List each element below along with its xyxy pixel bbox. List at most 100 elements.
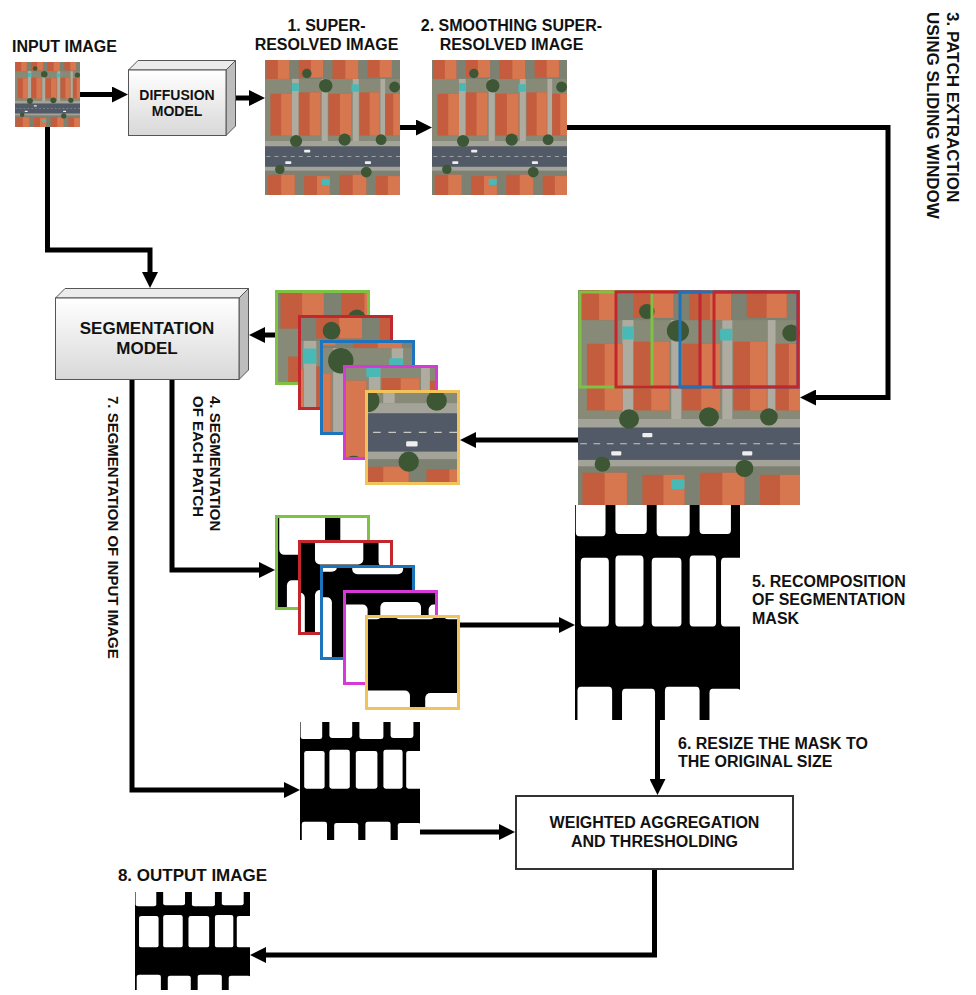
roof-ridge — [346, 381, 366, 457]
pool — [459, 83, 466, 91]
tree — [426, 393, 446, 411]
roof — [304, 176, 330, 195]
driveway — [383, 393, 394, 403]
flow-arrow — [400, 125, 418, 130]
building-blob — [365, 822, 390, 840]
building-blob — [395, 618, 436, 619]
window-frame — [616, 292, 700, 387]
building-blob — [163, 892, 185, 905]
heading-holder: 8. OUTPUT IMAGE — [83, 866, 303, 886]
roof-ridge — [317, 176, 330, 195]
tree — [27, 98, 33, 104]
tree — [469, 69, 478, 78]
tree — [760, 408, 778, 425]
heading-holder: 2. SMOOTHING SUPER- RESOLVED IMAGE — [417, 17, 607, 54]
roof — [346, 381, 366, 457]
roof-ridge — [449, 469, 457, 482]
building-blob — [137, 975, 161, 990]
roof-ridge — [663, 475, 684, 505]
road — [432, 146, 567, 166]
flow-arrow — [132, 380, 286, 790]
box-label: SEGMENTATION MODEL — [63, 319, 231, 358]
top-face — [56, 289, 249, 299]
building-blob — [301, 722, 323, 739]
yards — [578, 320, 800, 419]
tree — [361, 167, 372, 178]
step-label-holder: 3. PATCH EXTRACTION USING SLIDING WINDOW — [923, 12, 962, 227]
roof-ridge — [54, 62, 60, 71]
building-blob — [368, 690, 410, 707]
roof — [552, 94, 567, 136]
driveway — [547, 79, 552, 141]
patch-stack — [275, 290, 460, 485]
car — [34, 105, 37, 106]
tree — [389, 82, 400, 93]
car — [642, 433, 652, 437]
car — [532, 161, 538, 164]
tree — [33, 66, 38, 71]
roof-ridge — [37, 62, 43, 70]
roof-ridge — [477, 92, 488, 135]
tree — [595, 457, 611, 472]
roof-ridge — [445, 60, 456, 79]
building-blob — [425, 693, 457, 707]
building-blob — [302, 822, 327, 840]
building-blob — [237, 916, 250, 947]
yards — [432, 79, 567, 141]
step-label: 3. PATCH EXTRACTION USING SLIDING WINDOW — [923, 12, 962, 227]
ground — [265, 60, 400, 195]
building-blob — [359, 722, 383, 739]
roof — [360, 92, 380, 135]
roof-ridge — [605, 344, 623, 411]
roof-ridge — [74, 118, 80, 127]
tree — [699, 407, 719, 426]
driveway — [28, 71, 31, 101]
pool — [303, 349, 316, 364]
roof-ridge — [750, 342, 767, 411]
roof — [268, 175, 295, 195]
building-blob — [709, 689, 740, 720]
aerial-photo — [368, 393, 457, 482]
pool — [489, 179, 497, 185]
building-blob — [690, 556, 716, 627]
roof-ridge — [701, 344, 720, 411]
front-face — [129, 70, 227, 136]
car — [406, 441, 417, 446]
art-group — [135, 892, 250, 990]
roof — [64, 62, 76, 70]
building-blob — [323, 568, 337, 572]
tree — [339, 134, 351, 146]
roof-ridge — [310, 92, 321, 135]
tree — [619, 409, 639, 428]
building-blob — [383, 750, 402, 789]
building-blob — [314, 543, 362, 565]
building-blob — [352, 568, 403, 574]
pool — [292, 83, 299, 91]
input-mask — [300, 722, 420, 840]
flow-arrow — [48, 127, 151, 274]
roof — [46, 78, 57, 98]
tree — [75, 72, 80, 77]
car — [742, 451, 752, 455]
roof — [500, 60, 526, 79]
roof — [299, 60, 323, 78]
mask-ground — [368, 618, 457, 707]
heading-holder: 1. SUPER- RESOLVED IMAGE — [247, 17, 407, 54]
aerial-photo — [578, 290, 800, 505]
flow-arrow — [236, 96, 251, 101]
roof — [543, 176, 567, 195]
roof-ridge — [651, 342, 669, 411]
building-blob — [304, 751, 324, 789]
roof — [535, 60, 559, 78]
driveway — [303, 341, 316, 407]
roof — [299, 92, 321, 135]
roof-ridge — [484, 176, 497, 195]
road — [578, 428, 800, 460]
front-face — [56, 298, 240, 380]
roof — [61, 78, 71, 99]
tree — [41, 71, 48, 78]
roof-ridge — [512, 60, 525, 79]
roof — [323, 343, 336, 346]
driveway — [292, 79, 299, 141]
output-image: 8. OUTPUT IMAGE — [135, 892, 250, 990]
